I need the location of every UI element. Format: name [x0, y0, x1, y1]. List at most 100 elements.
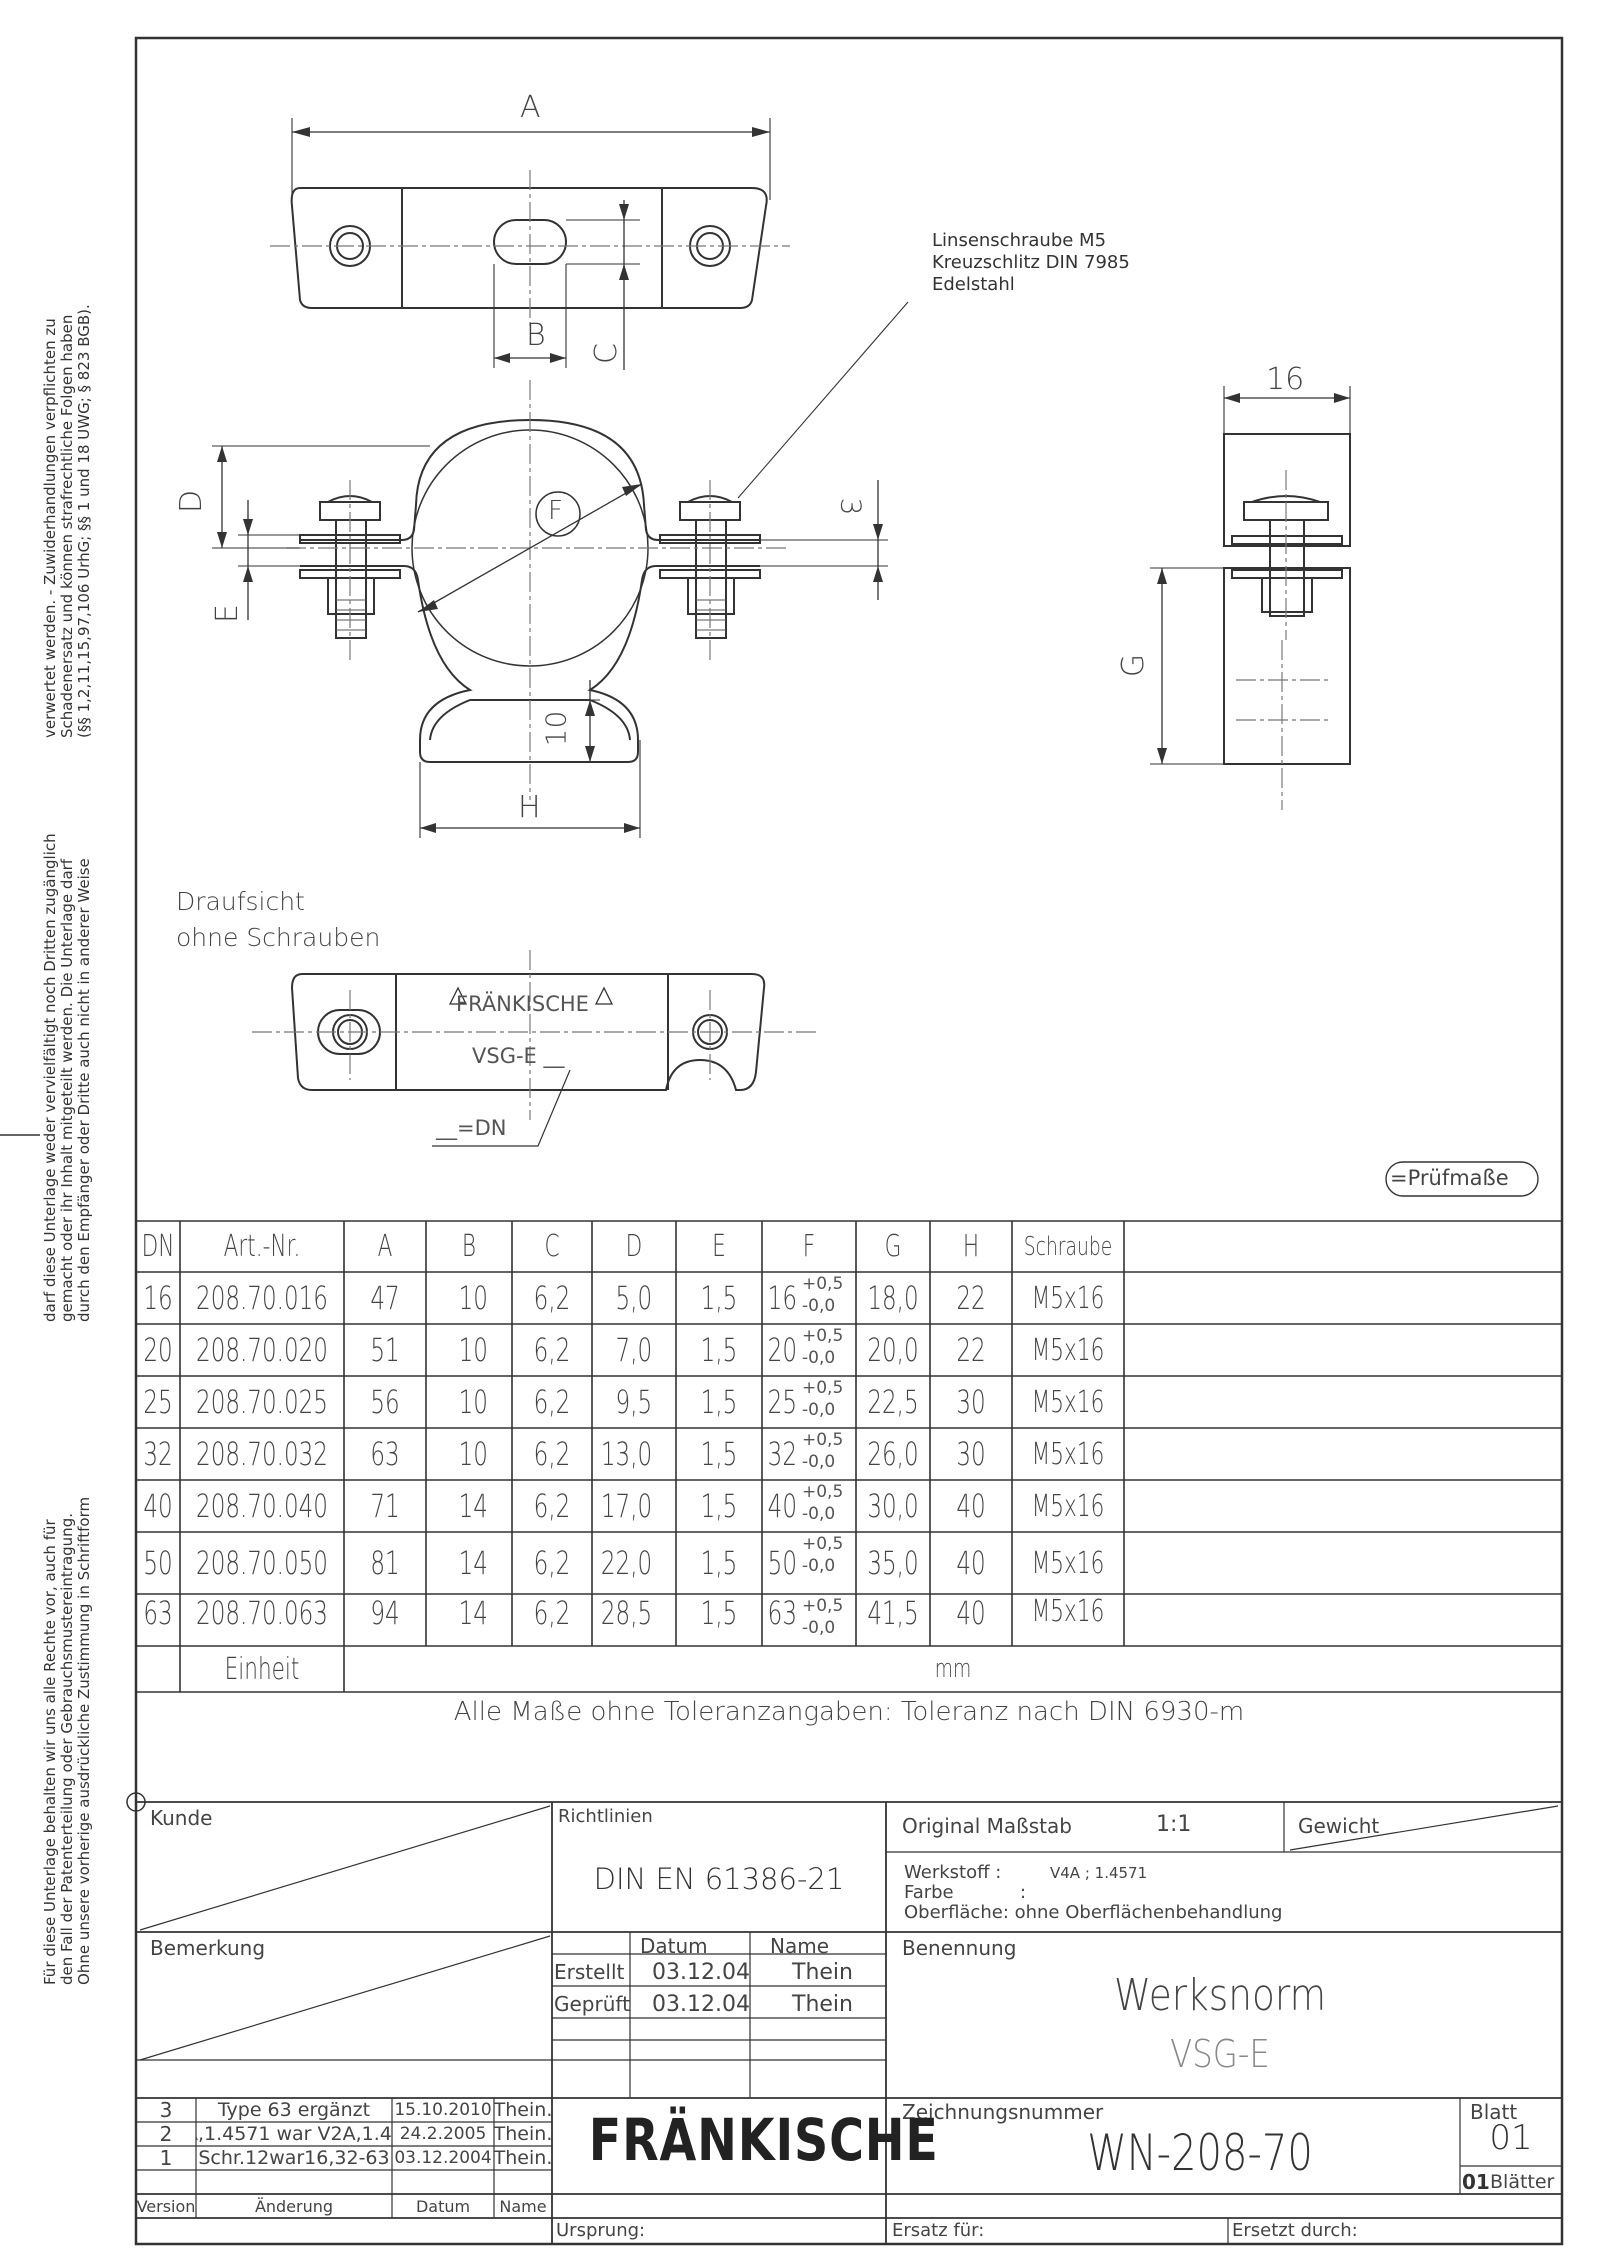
cell-d: 17,0	[600, 1487, 653, 1525]
cell-art-nr: 208.70.063	[196, 1594, 328, 1632]
cell-a: 47	[370, 1279, 400, 1317]
cell-c: 6,2	[533, 1487, 571, 1525]
tolerance-upper: +0,5	[802, 1326, 844, 1346]
cell-g: 26,0	[867, 1435, 919, 1473]
revision-cell: Type 63 ergänzt	[217, 2099, 371, 2121]
cell-f: 40	[767, 1487, 797, 1525]
geprueft-label: Geprüft	[554, 1992, 630, 2016]
header-e: E	[712, 1229, 726, 1264]
tolerance-lower: -0,0	[802, 1452, 836, 1472]
farbe-colon: :	[1020, 1882, 1027, 1903]
werkstoff-value: V4A ; 1.4571	[1050, 1864, 1148, 1882]
revision-cell: 2	[159, 2122, 173, 2146]
cell-e: 1,5	[700, 1544, 738, 1582]
header-schraube: Schraube	[1023, 1231, 1113, 1262]
revision-cell: Thein.	[494, 2123, 552, 2145]
cell-b: 14	[458, 1487, 488, 1525]
cell-d: 28,5	[600, 1594, 653, 1632]
cell-c: 6,2	[533, 1331, 571, 1369]
cell-b: 10	[458, 1435, 488, 1473]
dim-10-label: 10	[539, 710, 573, 747]
revision-cell: 15.10.2010	[394, 2100, 492, 2120]
tolerance-upper: +0,5	[802, 1430, 844, 1450]
cell-d: 7,0	[615, 1331, 653, 1369]
dim-3-label: 3	[834, 497, 868, 516]
scale-label: Original Maßstab	[902, 1814, 1072, 1838]
cell-dn: 40	[143, 1487, 173, 1525]
revision-cell: V4A,1.4571 war V2A,1.4301	[196, 2123, 392, 2145]
cell-art-nr: 208.70.025	[196, 1383, 328, 1421]
cell-h: 30	[956, 1435, 986, 1473]
drawing-number: WN-208-70	[1087, 2124, 1313, 2182]
erstellt-label: Erstellt	[554, 1960, 625, 1984]
cell-c: 6,2	[533, 1383, 571, 1421]
revision-cell: 3	[159, 2098, 173, 2122]
cell-art-nr: 208.70.016	[196, 1279, 328, 1317]
cell-h: 30	[956, 1383, 986, 1421]
dim-f-label: F	[548, 496, 563, 526]
top-view-title: Draufsicht ohne Schrauben	[176, 887, 381, 952]
cell-art-nr: 208.70.050	[196, 1544, 328, 1582]
tolerance-lower: -0,0	[802, 1400, 836, 1420]
cell-e: 1,5	[700, 1435, 738, 1473]
check-dims-note: =Prüfmaße	[1390, 1166, 1509, 1190]
cell-a: 56	[370, 1383, 400, 1421]
cell-g: 18,0	[867, 1279, 919, 1317]
gewicht-label: Gewicht	[1298, 1814, 1380, 1838]
tolerance-lower: -0,0	[802, 1504, 836, 1524]
header-c: C	[544, 1229, 560, 1264]
cell-f: 32	[767, 1435, 797, 1473]
cell-art-nr: 208.70.032	[196, 1435, 328, 1473]
cell-schraube: M5x16	[1031, 1545, 1105, 1581]
cell-schraube: M5x16	[1031, 1332, 1105, 1368]
scale-value: 1:1	[1156, 1812, 1192, 1837]
cell-g: 30,0	[867, 1487, 919, 1525]
cell-f: 16	[767, 1279, 797, 1317]
tolerance-lower: -0,0	[802, 1556, 836, 1576]
revision-cell: Thein.	[494, 2099, 552, 2121]
company-logo: FRÄNKISCHE	[588, 2106, 939, 2174]
cell-c: 6,2	[533, 1279, 571, 1317]
cell-e: 1,5	[700, 1279, 738, 1317]
tolerance-upper: +0,5	[802, 1534, 844, 1554]
erstellt-date: 03.12.04	[652, 1960, 750, 1985]
werkstoff-label: Werkstoff :	[904, 1862, 1002, 1883]
blatt-number: 01	[1489, 2118, 1533, 2158]
tolerance-upper: +0,5	[802, 1482, 844, 1502]
cell-g: 22,5	[867, 1383, 919, 1421]
title-vsg-e: VSG-E	[1170, 2032, 1270, 2076]
revision-cell: Schr.12war16,32-63	[198, 2147, 390, 2169]
cell-a: 71	[370, 1487, 400, 1525]
header-b: B	[461, 1229, 477, 1264]
bemerkung-label: Bemerkung	[150, 1936, 266, 1960]
cell-dn: 32	[143, 1435, 173, 1473]
dim-g-label: G	[1116, 653, 1152, 678]
header-g: G	[884, 1229, 902, 1264]
cell-dn: 63	[143, 1594, 173, 1632]
tolerance-upper: +0,5	[802, 1378, 844, 1398]
cell-h: 22	[956, 1279, 986, 1317]
header-h: H	[962, 1229, 980, 1264]
blaetter-number: 01	[1462, 2170, 1490, 2194]
cell-f: 25	[767, 1383, 797, 1421]
title-werksnorm: Werksnorm	[1113, 1970, 1327, 2021]
cell-b: 14	[458, 1594, 488, 1632]
tolerance-lower: -0,0	[802, 1296, 836, 1316]
cell-g: 35,0	[867, 1544, 919, 1582]
header-a: A	[377, 1229, 393, 1264]
tolerance-upper: +0,5	[802, 1596, 844, 1616]
cell-a: 63	[370, 1435, 400, 1473]
cell-dn: 25	[143, 1383, 173, 1421]
revision-header: Version	[136, 2196, 196, 2216]
dim-d-label: D	[174, 489, 210, 514]
revision-cell: Thein.	[494, 2147, 552, 2169]
revision-header: Name	[499, 2196, 547, 2216]
revision-cell: 1	[159, 2146, 173, 2170]
screw-note: Linsenschraube M5 Kreuzschlitz DIN 7985 …	[932, 230, 1130, 295]
header-f: F	[802, 1229, 816, 1264]
cell-schraube: M5x16	[1031, 1436, 1105, 1472]
dim-b-label: B	[526, 318, 546, 353]
farbe-label: Farbe	[904, 1882, 954, 1903]
cell-b: 14	[458, 1544, 488, 1582]
